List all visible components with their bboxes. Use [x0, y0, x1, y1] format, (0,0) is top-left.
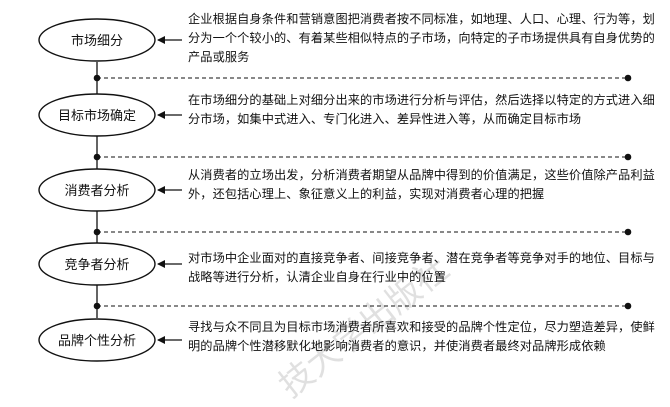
stage-description-2: 在市场细分的基础上对细分出来的市场进行分析与评估，然后选择以特定的方式进入细分市…	[188, 93, 655, 126]
stage-description-5: 寻找与众不同且为目标市场消费者所喜欢和接受的品牌个性定位，尽力塑造差异，使鲜明的…	[188, 320, 655, 353]
stage-node-4: 竞争者分析	[38, 242, 156, 286]
stage-label-4: 竞争者分析	[64, 257, 129, 273]
stage-label-2: 目标市场确定	[58, 108, 136, 124]
separator-dot-right	[624, 302, 632, 310]
stage-description-1: 企业根据自身条件和营销意图把消费者按不同标准，如地理、人口、心理、行为等，划分为…	[188, 12, 655, 64]
separator-3	[93, 228, 632, 236]
stage-node-2: 目标市场确定	[38, 93, 156, 137]
stage-label-3: 消费者分析	[64, 184, 129, 199]
separator-dot-left	[93, 302, 101, 310]
separator-2	[93, 153, 632, 161]
stage-node-3: 消费者分析	[38, 168, 156, 212]
stage-label-1: 市场细分	[71, 33, 123, 49]
stage-description-4: 对市场中企业面对的直接竞争者、间接竞争者、潜在竞争者等竞争对手的地位、目标与战略…	[188, 251, 655, 284]
stage-node-5: 品牌个性分析	[38, 318, 156, 362]
separator-dot-left	[93, 74, 101, 82]
separator-4	[93, 302, 632, 310]
separator-dot-right	[624, 153, 632, 161]
stage-label-5: 品牌个性分析	[58, 333, 136, 349]
separator-dot-left	[93, 228, 101, 236]
stage-description-3: 从消费者的立场出发，分析消费者期望从品牌中得到的价值满足，这些价值除产品利益外，…	[188, 168, 655, 201]
stage-node-1: 市场细分	[38, 18, 156, 62]
separator-dot-left	[93, 153, 101, 161]
separator-dot-right	[624, 228, 632, 236]
separator-dot-right	[624, 74, 632, 82]
separator-1	[93, 74, 632, 82]
